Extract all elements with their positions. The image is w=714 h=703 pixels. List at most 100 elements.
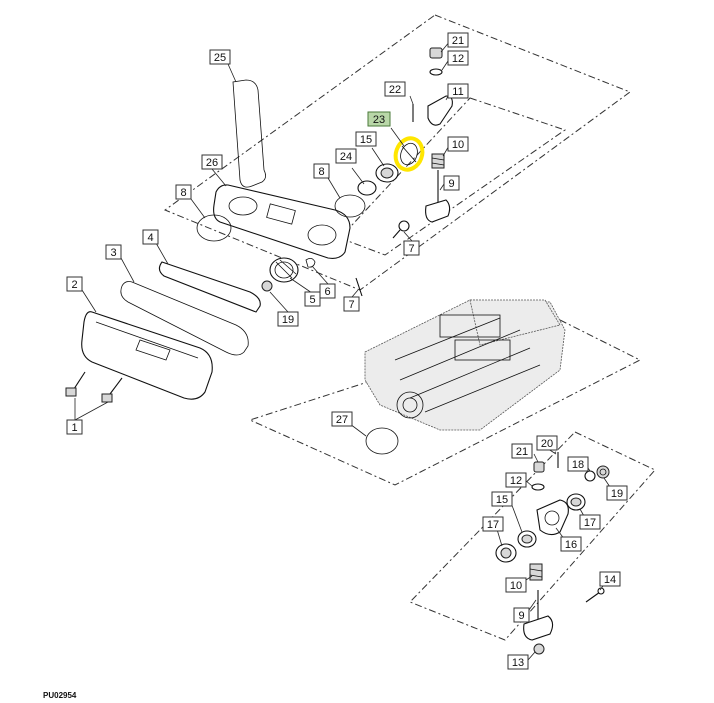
part-14-screw xyxy=(585,587,605,603)
callout-17-left: 17 xyxy=(482,516,504,532)
callout-6: 6 xyxy=(319,283,336,299)
callout-13: 13 xyxy=(507,654,529,670)
callout-4: 4 xyxy=(142,229,159,245)
callout-12-lower: 12 xyxy=(505,472,527,488)
part-7-screw-upper xyxy=(392,220,410,239)
part-8-o-ring-right xyxy=(334,194,366,218)
svg-text:9: 9 xyxy=(518,610,524,622)
part-3-gasket xyxy=(120,281,249,356)
part-10-spring-lower xyxy=(529,563,543,581)
callout-7-lower: 7 xyxy=(343,296,360,312)
callout-7-upper: 7 xyxy=(403,240,420,256)
callout-16: 16 xyxy=(560,536,582,552)
part-6-washer xyxy=(305,258,316,268)
diagram-code-label: PU02954 xyxy=(43,691,77,700)
callout-19-upper: 19 xyxy=(277,311,299,327)
callout-24: 24 xyxy=(335,148,357,164)
svg-text:4: 4 xyxy=(147,232,153,244)
svg-text:15: 15 xyxy=(360,134,372,146)
svg-text:5: 5 xyxy=(309,294,315,306)
part-12-spacer-upper xyxy=(429,68,443,76)
svg-text:12: 12 xyxy=(452,53,464,65)
callout-9-lower: 9 xyxy=(513,607,530,623)
part-19-nut-upper xyxy=(261,280,273,292)
callout-8-right: 8 xyxy=(313,163,330,179)
svg-text:13: 13 xyxy=(512,657,524,669)
svg-text:26: 26 xyxy=(206,157,218,169)
inner-group-outline xyxy=(339,97,567,256)
callout-26: 26 xyxy=(201,154,223,170)
svg-text:7: 7 xyxy=(408,243,414,255)
middle-group-outline xyxy=(248,319,642,486)
svg-text:17: 17 xyxy=(487,519,499,531)
part-7-screw-lower xyxy=(355,277,363,297)
callout-25: 25 xyxy=(209,49,231,65)
svg-text:24: 24 xyxy=(340,151,352,163)
part-10-spring-upper xyxy=(431,153,445,169)
lower-group-outline xyxy=(409,431,656,641)
part-16-housing xyxy=(536,499,569,536)
part-17-seal-right xyxy=(566,493,586,511)
callout-9-upper: 9 xyxy=(443,175,460,191)
svg-text:20: 20 xyxy=(541,438,553,450)
callout-22: 22 xyxy=(384,81,406,97)
part-1-bolts xyxy=(65,371,123,403)
part-27-o-ring xyxy=(365,427,399,455)
svg-text:19: 19 xyxy=(282,314,294,326)
callout-20: 20 xyxy=(536,435,558,451)
callout-14: 14 xyxy=(599,571,621,587)
svg-text:21: 21 xyxy=(516,446,528,458)
svg-text:21: 21 xyxy=(452,35,464,47)
svg-text:9: 9 xyxy=(448,178,454,190)
svg-text:6: 6 xyxy=(324,286,330,298)
svg-text:8: 8 xyxy=(318,166,324,178)
part-15-seal-lower xyxy=(517,530,537,548)
callout-15-upper: 15 xyxy=(355,131,377,147)
part-9-lever-upper xyxy=(425,170,451,223)
svg-text:11: 11 xyxy=(452,86,463,98)
callout-15-lower: 15 xyxy=(491,491,513,507)
callout-2: 2 xyxy=(66,276,83,292)
svg-text:16: 16 xyxy=(565,539,577,551)
part-5-coil-assembly xyxy=(269,257,299,283)
part-23-highlighted-seal xyxy=(393,136,425,172)
svg-text:8: 8 xyxy=(180,187,186,199)
part-13-nut xyxy=(533,643,545,655)
svg-text:25: 25 xyxy=(214,52,226,64)
part-12-spacer-lower xyxy=(531,483,545,491)
svg-text:12: 12 xyxy=(510,475,522,487)
callout-8-left: 8 xyxy=(175,184,192,200)
part-24-ring-upper xyxy=(357,180,377,196)
callout-27: 27 xyxy=(331,411,353,427)
svg-text:23: 23 xyxy=(373,114,385,126)
svg-text:17: 17 xyxy=(584,517,596,529)
part-26-cover-plate xyxy=(213,184,351,259)
part-4-strip-gasket xyxy=(158,261,261,313)
callout-21-upper: 21 xyxy=(447,32,469,48)
part-15-seal-upper xyxy=(375,163,399,183)
part-21-cap-lower xyxy=(533,461,545,473)
callout-5: 5 xyxy=(304,291,321,307)
svg-text:14: 14 xyxy=(604,574,616,586)
part-2-cover xyxy=(81,311,213,400)
svg-text:18: 18 xyxy=(572,459,584,471)
svg-text:3: 3 xyxy=(110,247,116,259)
part-21-cap-upper xyxy=(429,47,443,59)
callout-18: 18 xyxy=(567,456,589,472)
svg-text:27: 27 xyxy=(336,414,348,426)
callout-19-lower: 19 xyxy=(606,485,628,501)
callout-10-lower: 10 xyxy=(505,577,527,593)
callout-12-upper: 12 xyxy=(447,50,469,66)
callout-23-highlighted: 23 xyxy=(367,111,391,127)
callout-3: 3 xyxy=(105,244,122,260)
part-8-o-ring-left xyxy=(196,214,232,242)
part-17-seal-left xyxy=(495,543,517,563)
svg-text:15: 15 xyxy=(496,494,508,506)
svg-text:19: 19 xyxy=(611,488,623,500)
leader-lines xyxy=(74,40,611,661)
part-25-wire-gasket xyxy=(232,79,266,188)
part-19-nut-lower xyxy=(596,465,610,479)
part-9-lever-lower xyxy=(523,590,554,641)
svg-text:7: 7 xyxy=(348,299,354,311)
